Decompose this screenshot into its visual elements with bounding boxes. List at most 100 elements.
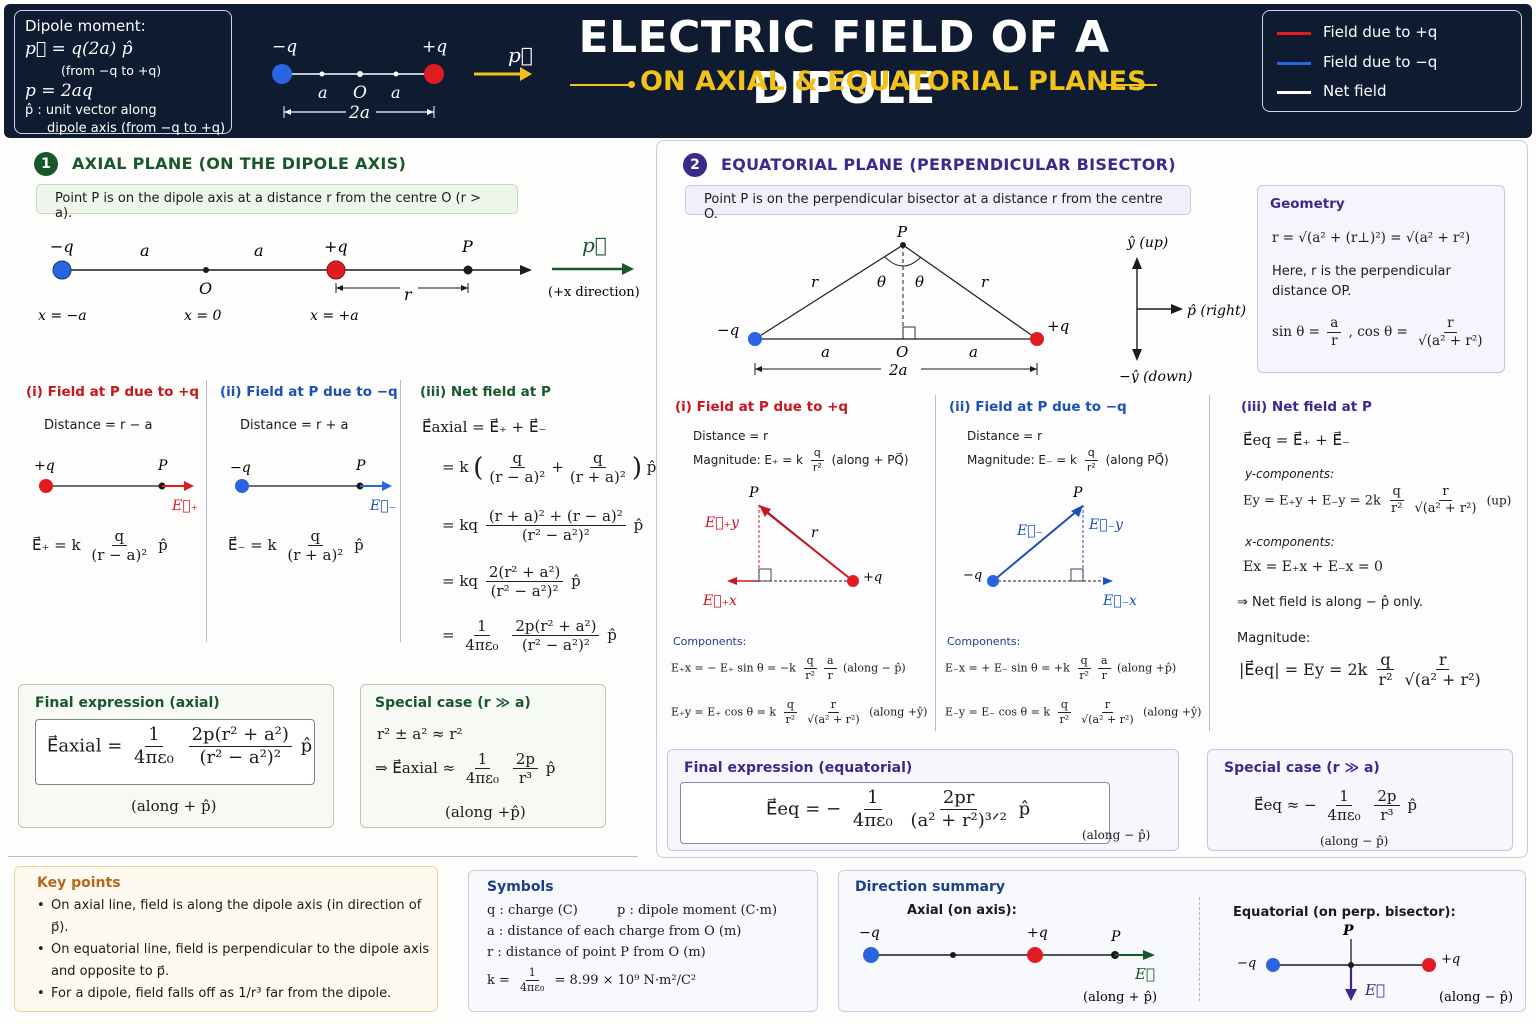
axial-l4-post: p̂	[571, 572, 581, 591]
eq-part2-fig-ex: E⃗₋x	[1102, 593, 1137, 609]
eq-part2-fig-point: P	[1072, 485, 1083, 501]
eq-part1-mag-n: q	[810, 446, 824, 461]
axial-special-box: Special case (r ≫ a) r² ± a² ≈ r² ⇒ E⃗ax…	[360, 684, 606, 828]
axial-part2-point-label: P	[355, 458, 366, 474]
eq-part3-xcomp: x-components:	[1245, 535, 1335, 549]
axial-l3-d: (r² − a²)²	[521, 526, 590, 545]
geometry-text2: distance OP.	[1272, 284, 1352, 299]
legend-item-plus: Field due to +q	[1277, 21, 1517, 45]
eq-part1-fig-ex: E⃗₊x	[702, 593, 737, 609]
axial-part2-equation: E⃗₋ = k q(r + a)² p̂	[228, 527, 364, 564]
dipole-moment-eq1: p⃗ = q(2a) p̂	[25, 39, 133, 59]
axial-special-approx: r² ± a² ≈ r²	[377, 725, 463, 743]
axial-final-n1: 1	[145, 724, 163, 747]
direction-eq-figure: P −q +q E⃗ (along − p̂)	[1237, 923, 1513, 1005]
eq-part1-mag-d: r²	[812, 460, 822, 474]
geometry-cos: , cos θ =	[1348, 323, 1408, 340]
eq-part3-mag-d2: √(a² + r²)	[1404, 670, 1481, 690]
header-banner: Dipole moment: p⃗ = q(2a) p̂ (from −q to…	[4, 4, 1532, 138]
header-neg-charge	[272, 64, 292, 84]
eq-final-unit: p̂	[1018, 798, 1031, 820]
eq-part1-cy-n2: r	[827, 698, 840, 713]
legend-label-plus: Field due to +q	[1323, 23, 1438, 41]
dir-axial-along: (along + p̂)	[1083, 990, 1157, 1005]
eq-final-title: Final expression (equatorial)	[684, 760, 913, 776]
axial-l2-pre: = k	[442, 458, 469, 477]
eq-part3: (iii) Net field at P E⃗eq = E⃗₊ + E⃗₋ y-…	[1217, 395, 1523, 735]
eq-width-label: 2a	[888, 361, 908, 379]
eq-pos-label: +q	[1047, 317, 1069, 335]
header-pos-label: +q	[422, 37, 447, 57]
axial-l4-n: 2(r² + a²)	[485, 563, 564, 583]
eq-part2-cx-n1: q	[1077, 654, 1091, 669]
symbol-a: a : distance of each charge from O (m)	[487, 924, 742, 939]
header-a-right: a	[391, 83, 401, 102]
eq-part1-cx-lhs: E₊x = − E₊ sin θ = −k	[671, 661, 796, 675]
eq-final-along: (along − p̂)	[1082, 828, 1151, 842]
axial-part1-distance: Distance = r − a	[44, 418, 153, 433]
eq-part1-mag-note: (along + PQ⃗)	[831, 452, 909, 467]
unit-vector-line1: p̂ : unit vector along	[25, 103, 157, 118]
axial-special-along: (along +p̂)	[445, 803, 526, 821]
eq-theta-right: θ	[915, 273, 924, 291]
axial-section: 1 AXIAL PLANE (ON THE DIPOLE AXIS) Point…	[8, 142, 656, 862]
symbol-q: q : charge (C)	[487, 903, 578, 918]
axial-final-d1: 4πε₀	[134, 746, 174, 768]
eq-part2-distance: Distance = r	[967, 429, 1043, 443]
eq-part2-fig-ey: E⃗₋y	[1088, 517, 1124, 533]
axial-l5-n2: 2p(r² + a²)	[512, 617, 600, 637]
axial-special-title: Special case (r ≫ a)	[375, 695, 531, 711]
eq-part2-cy-d2: √(a² + r²)	[1081, 712, 1134, 726]
eq-a2-label: a	[969, 343, 978, 361]
dir-axial-pos: +q	[1027, 925, 1048, 941]
axial-l2-d2: (r + a)²	[569, 468, 626, 487]
axial-p-vector-label: p⃗	[582, 233, 607, 257]
eq-theta-left: θ	[877, 273, 886, 291]
eq-part1-cx-d1: r²	[805, 668, 815, 682]
axial-final-inner	[35, 719, 315, 785]
eq-part2-cy-lhs: E₋y = E₋ cos θ = k	[945, 705, 1051, 719]
eq-part1-cx-n2: a	[823, 654, 837, 669]
equatorial-note: Point P is on the perpendicular bisector…	[685, 185, 1191, 222]
geometry-text1: Here, r is the perpendicular	[1272, 264, 1451, 279]
axial-part1-lhs: E⃗₊ = k	[32, 536, 81, 555]
eq-part3-mag-n1: q	[1377, 650, 1394, 671]
axial-part1-point-label: P	[157, 458, 168, 474]
axial-part2-unit: p̂	[354, 536, 364, 555]
axial-part2-charge-label: −q	[230, 460, 251, 476]
axial-part2-distance: Distance = r + a	[240, 418, 349, 433]
symbols-box: Symbols q : charge (C) p : dipole moment…	[468, 870, 818, 1012]
axial-r-label: r	[404, 285, 413, 304]
direction-eq-label: Equatorial (on perp. bisector):	[1233, 905, 1456, 920]
header-neg-label: −q	[272, 37, 297, 57]
dir-eq-along: (along − p̂)	[1439, 990, 1513, 1005]
symbol-k-n: 1	[525, 966, 539, 981]
axial-l4-pre: = kq	[442, 572, 479, 591]
header-origin: O	[353, 83, 367, 103]
eq-r-left: r	[811, 273, 819, 291]
eq-part3-ey-n1: q	[1389, 484, 1404, 501]
axial-xpos-label: x = +a	[310, 308, 359, 324]
header-p-vector: p⃗	[508, 43, 533, 67]
symbol-k-rhs: = 8.99 × 10⁹ N·m²/C²	[554, 972, 697, 988]
axial-xneg-label: x = −a	[38, 308, 87, 324]
axial-direction-label: (+x direction)	[548, 285, 640, 300]
axial-final-along: (along + p̂)	[131, 797, 217, 815]
dipole-moment-note: (from −q to +q)	[61, 63, 162, 78]
axial-part2: (ii) Field at P due to −q Distance = r +…	[214, 380, 400, 640]
unit-vector-line2: dipole axis (from −q to +q)	[47, 121, 226, 136]
axial-l2-post: p̂	[646, 458, 657, 477]
key-point-item: On equatorial line, field is perpendicul…	[35, 939, 431, 983]
eq-final-n1: 1	[864, 787, 882, 810]
symbol-r: r : distance of point P from O (m)	[487, 945, 706, 960]
eq-final-inner	[680, 782, 1110, 844]
axial-final-title: Final expression (axial)	[35, 695, 220, 711]
